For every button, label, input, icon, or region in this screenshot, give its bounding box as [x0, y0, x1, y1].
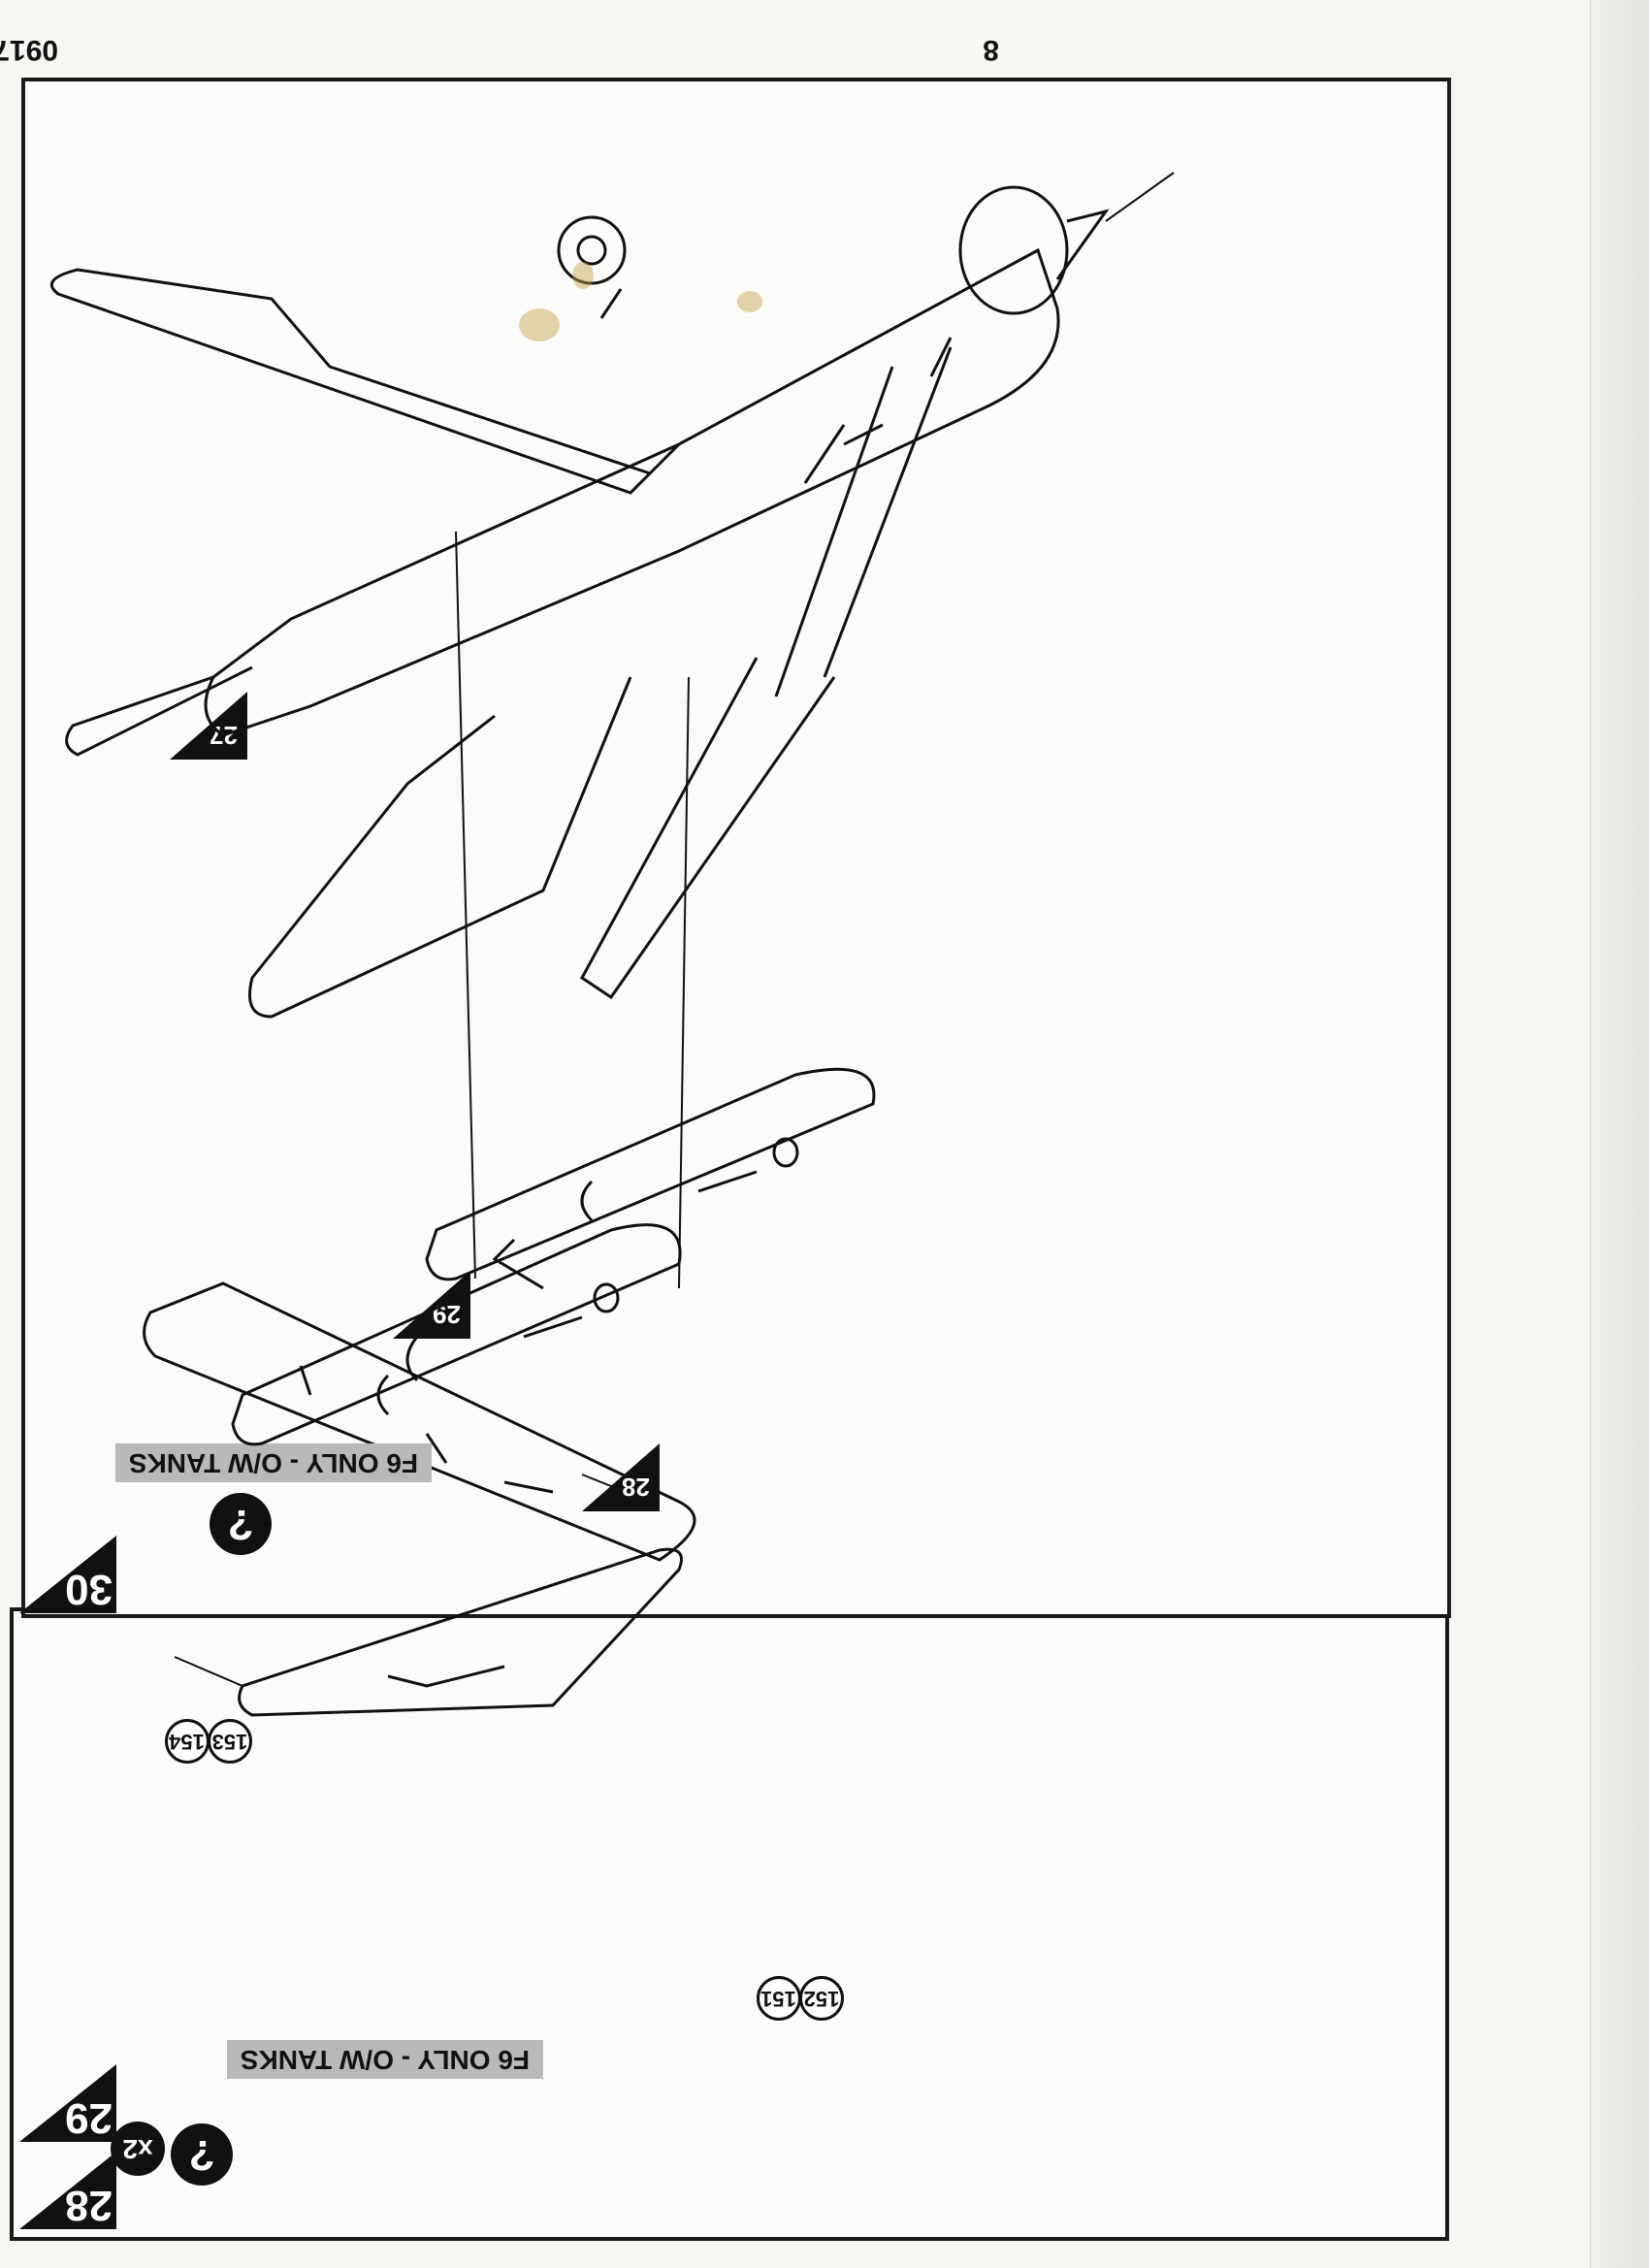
stain-mark: [737, 291, 762, 312]
step-badge-triangle: [19, 2064, 116, 2142]
nose-wheel: [557, 215, 627, 285]
callout-28: 28: [582, 1443, 660, 1511]
aircraft-tailplane: [65, 665, 253, 757]
step-badge-triangle: [19, 2152, 116, 2229]
step-30-badge: 30: [10, 1536, 116, 1613]
aircraft-intake: [958, 185, 1069, 315]
aircraft-wing-right: [49, 268, 681, 495]
page-edge-stack: [1590, 0, 1649, 2268]
step-28-badge: 28: [10, 2152, 116, 2229]
step-badge-triangle: [19, 1536, 116, 1613]
tank-half-b: [238, 1547, 683, 1717]
stain-mark: [519, 308, 560, 341]
tank-half-a: [143, 1281, 696, 1562]
aircraft-wing-left: [248, 676, 632, 1019]
stain-mark: [572, 262, 594, 289]
callout-29: 29: [393, 1271, 470, 1339]
callout-27: 27: [170, 692, 247, 760]
drop-tank-29: [425, 1067, 876, 1281]
wing-leading-edge: [774, 346, 953, 697]
step-29-badge: 29: [10, 2064, 116, 2142]
drop-tank-28: [231, 1223, 682, 1446]
